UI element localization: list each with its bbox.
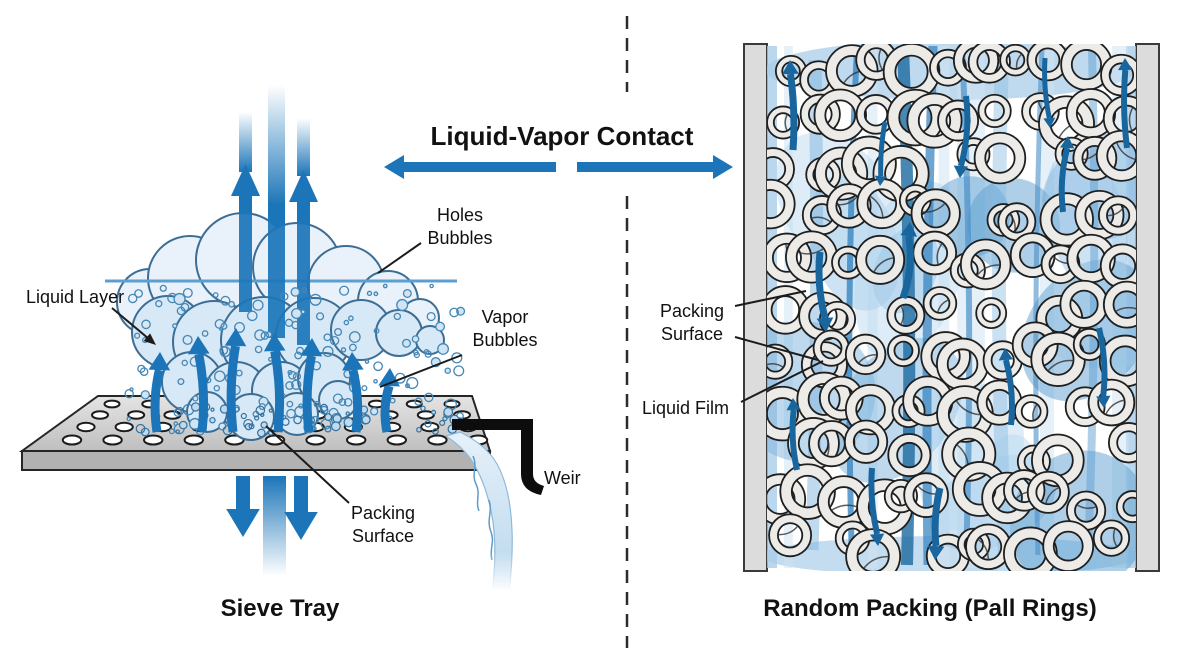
weir-label: Weir [544,468,581,488]
holes-bubbles-label-line2: Bubbles [427,228,493,248]
sieve-tray-panel [18,85,544,598]
vapor-bubbles-label-line1: Vapor [481,307,529,327]
column-walls [743,43,1160,572]
title-arrows [384,155,733,179]
right-leader-lines [734,290,824,403]
vapor-bubbles-label: Vapor Bubbles [450,306,560,352]
packing-surface-left-line2: Surface [351,526,415,546]
liquid-layer-label: Liquid Layer [26,287,125,307]
vapor-bubbles-label-line2: Bubbles [472,330,538,350]
weir-shape [452,419,544,495]
diagram-title: Liquid-Vapor Contact [430,121,694,151]
packing-surface-label-right: Packing Surface [642,300,742,346]
packing-surface-left-line1: Packing [350,503,416,523]
packed-column-panel [734,43,1160,572]
left-leader-lines [111,242,463,504]
bed-arrows [782,57,1133,560]
downcomer-arrows [226,475,318,576]
pall-rings [767,44,1136,571]
holes-bubbles-label: Holes Bubbles [405,204,515,250]
sieve-tray-caption: Sieve Tray [220,595,340,622]
center-elements [384,16,733,648]
random-packing-caption: Random Packing (Pall Rings) [763,595,1097,622]
packing-surface-label-left: Packing Surface [333,502,433,548]
packing-bed [767,44,1136,571]
vapor-arrows [148,328,400,433]
liquid-film-label: Liquid Film [642,398,730,418]
liquid-stream [440,431,525,598]
packing-surface-right-line2: Surface [660,324,724,344]
packing-surface-right-line1: Packing [659,301,725,321]
holes-bubbles-label-line1: Holes [436,205,484,225]
